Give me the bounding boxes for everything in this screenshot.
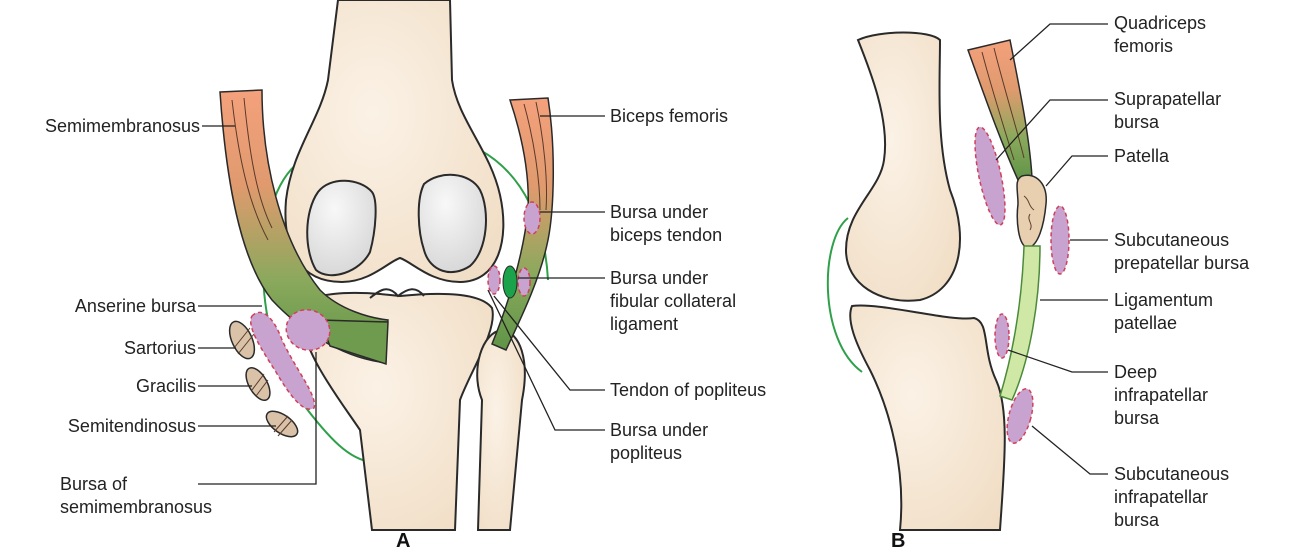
label-bursa-under-popliteus: Bursa under popliteus xyxy=(610,419,708,465)
panel-label-a: A xyxy=(396,530,410,553)
deep-infrapatellar-bursa xyxy=(995,314,1009,358)
label-subcutaneous-infrapatellar-bursa: Subcutaneous infrapatellar bursa xyxy=(1114,463,1229,532)
label-suprapatellar-bursa: Suprapatellar bursa xyxy=(1114,88,1221,134)
patella-b xyxy=(1017,175,1046,248)
fibular-collateral-ligament xyxy=(503,266,517,298)
label-bursa-of-semimembranosus: Bursa of semimembranosus xyxy=(60,473,212,519)
bursa-under-fibular-ligament-2 xyxy=(518,268,530,296)
label-sartorius: Sartorius xyxy=(4,337,196,360)
femur-b xyxy=(846,33,960,301)
gracilis-tendon xyxy=(241,364,275,404)
label-quadriceps-femoris: Quadriceps femoris xyxy=(1114,12,1206,58)
label-semitendinosus: Semitendinosus xyxy=(4,415,196,438)
tibia-b xyxy=(850,305,1005,530)
label-gracilis: Gracilis xyxy=(4,375,196,398)
label-ligamentum-patellae: Ligamentum patellae xyxy=(1114,289,1213,335)
bursa-under-fibular-ligament-1 xyxy=(488,266,500,294)
label-anserine-bursa: Anserine bursa xyxy=(4,295,196,318)
label-biceps-femoris: Biceps femoris xyxy=(610,105,728,128)
lateral-condyle-cartilage xyxy=(419,175,486,272)
label-tendon-of-popliteus: Tendon of popliteus xyxy=(610,379,766,402)
label-patella: Patella xyxy=(1114,145,1169,168)
panel-b-drawing xyxy=(828,24,1108,530)
label-deep-infrapatellar-bursa: Deep infrapatellar bursa xyxy=(1114,361,1208,430)
label-semimembranosus: Semimembranosus xyxy=(4,115,200,138)
semitendinosus-tendon xyxy=(262,406,302,441)
label-subcutaneous-prepatellar-bursa: Subcutaneous prepatellar bursa xyxy=(1114,229,1249,275)
panel-label-b: B xyxy=(891,530,905,553)
bursa-under-biceps-tendon xyxy=(524,202,540,234)
label-bursa-under-fibular-collateral-ligament: Bursa under fibular collateral ligament xyxy=(610,267,736,336)
fibula-a xyxy=(477,330,525,530)
label-bursa-under-biceps-tendon: Bursa under biceps tendon xyxy=(610,201,722,247)
subcutaneous-prepatellar-bursa xyxy=(1051,206,1069,274)
panel-a-drawing xyxy=(198,0,605,530)
